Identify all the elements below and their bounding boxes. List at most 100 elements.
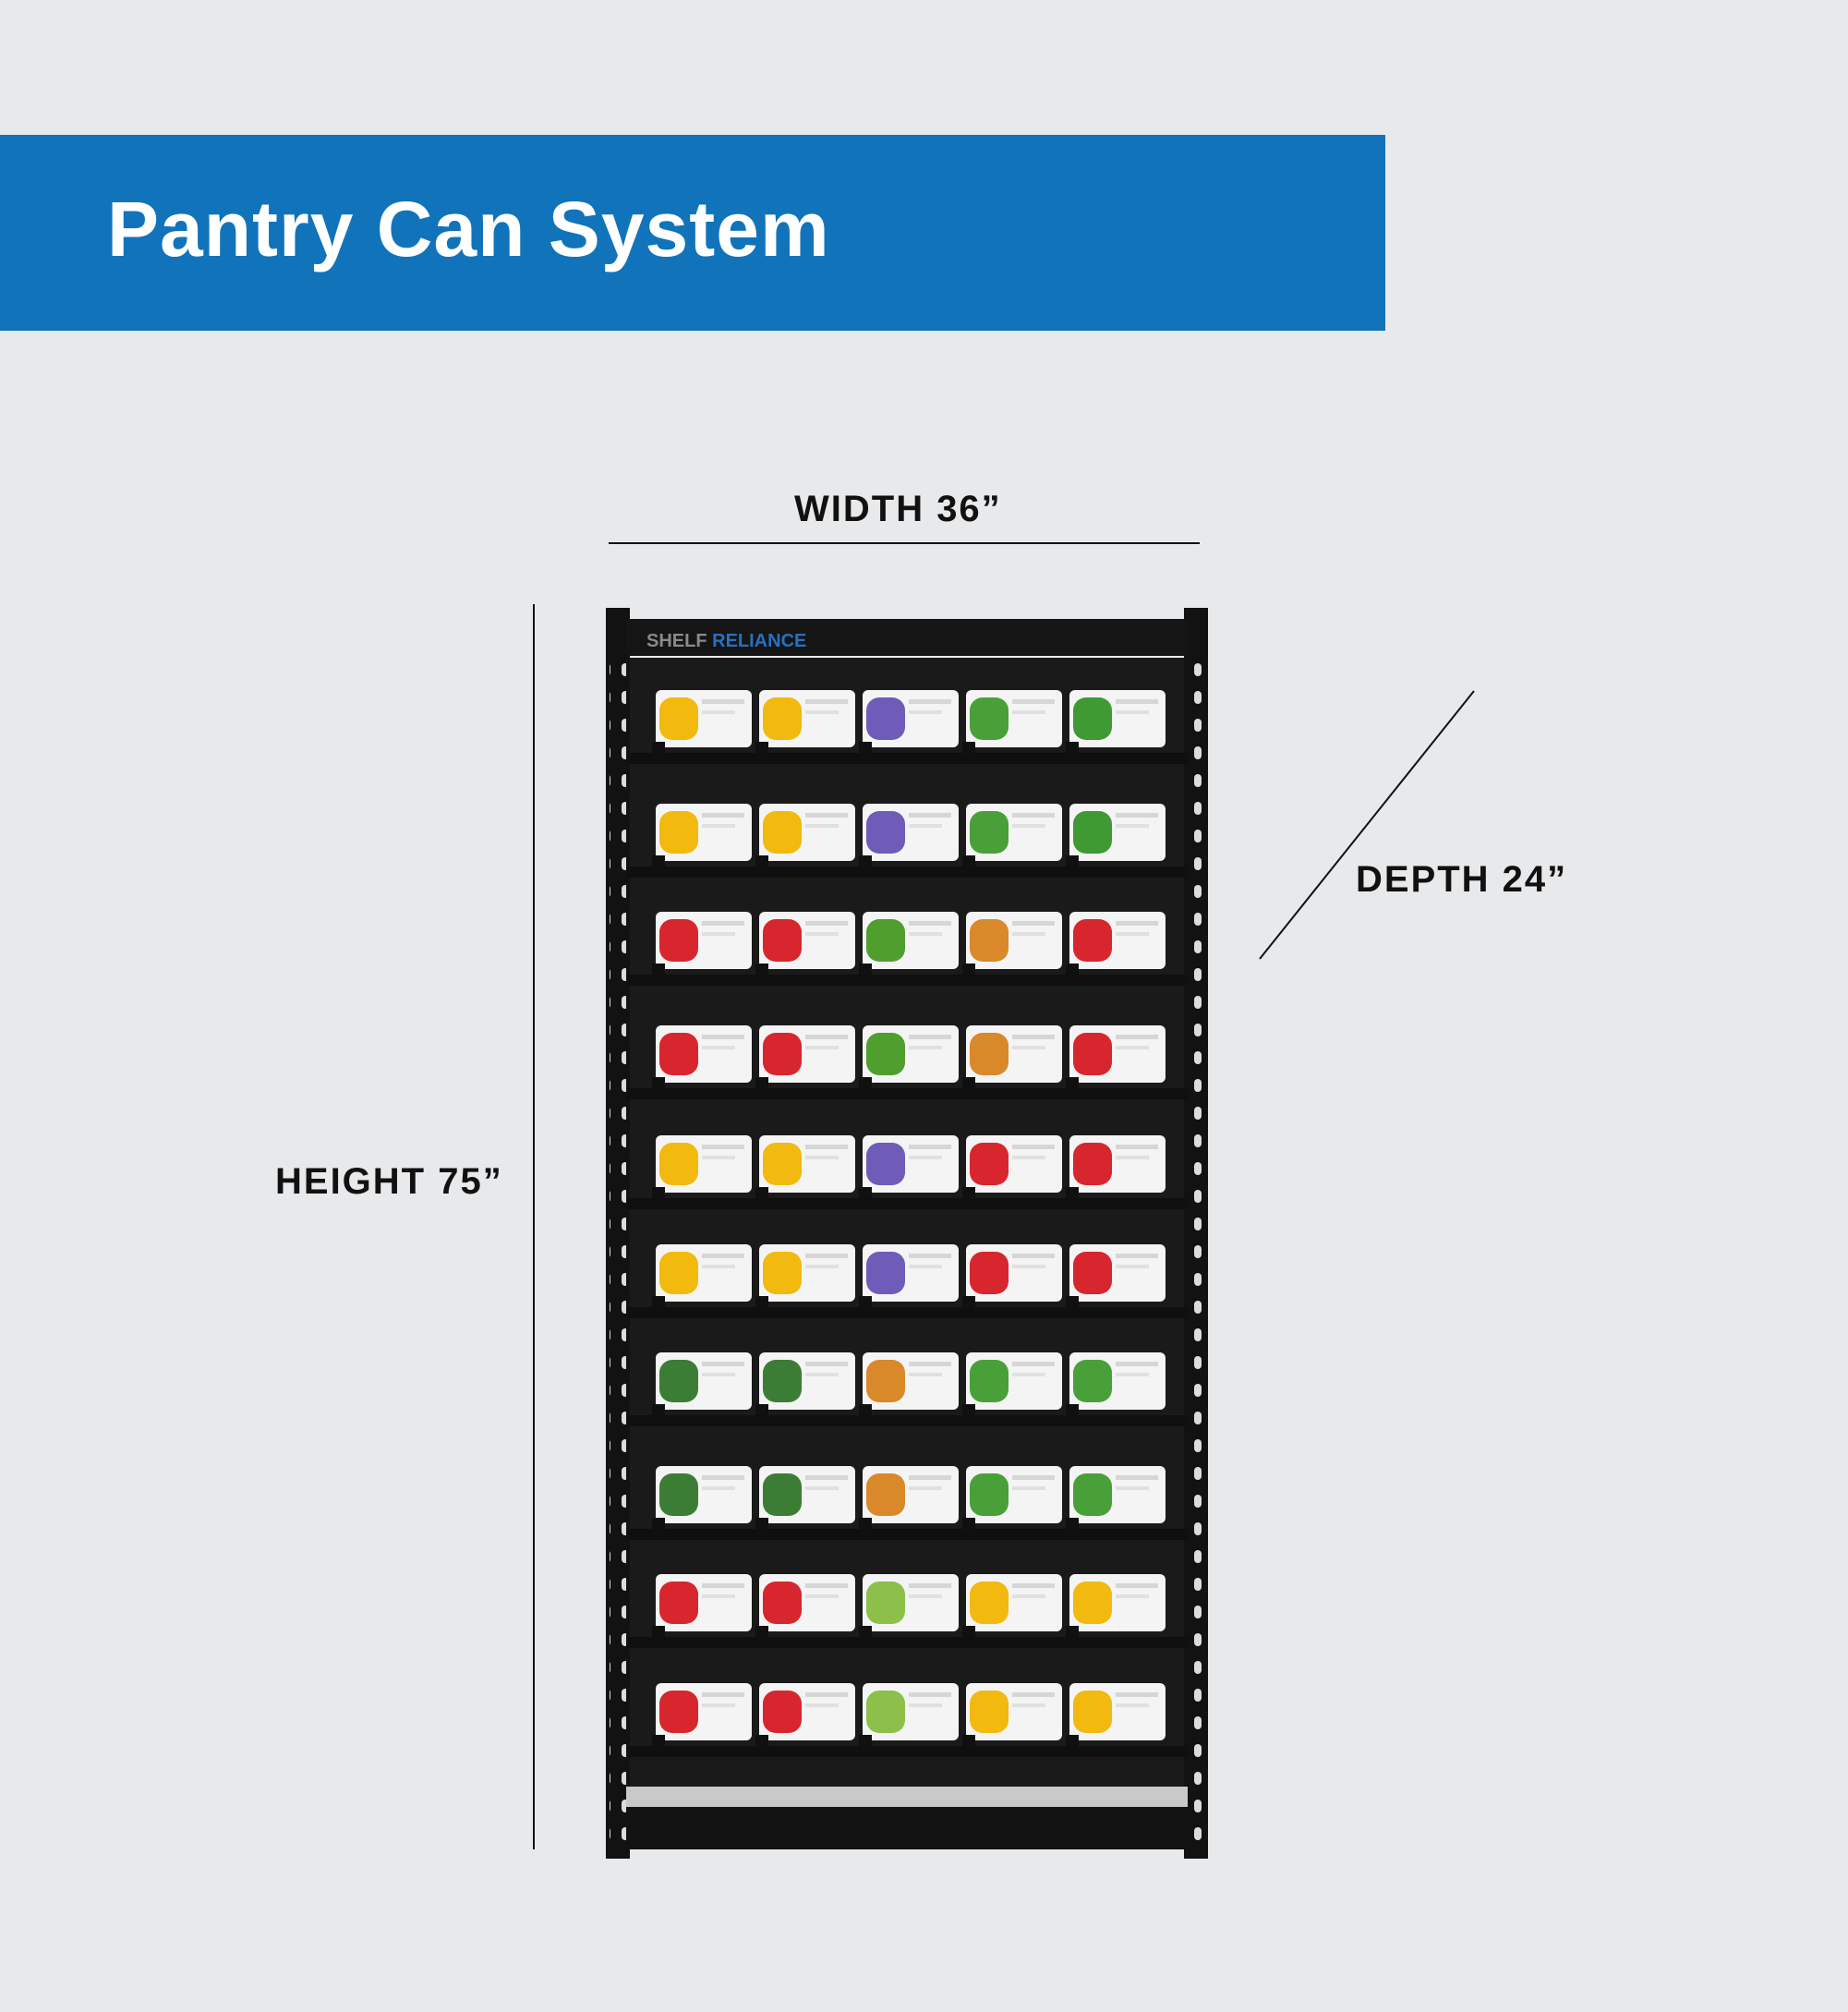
can-label-text <box>1116 1035 1158 1039</box>
can-stop <box>859 1735 872 1748</box>
shelf-bar <box>626 1415 1188 1426</box>
can-label-text <box>1012 1046 1045 1049</box>
can-label-text <box>909 1035 951 1039</box>
can-stop <box>1066 964 1079 976</box>
can-stop <box>859 855 872 868</box>
can-label-art <box>866 1143 905 1185</box>
can-label-text <box>1012 1035 1055 1039</box>
can-stop <box>962 742 975 755</box>
can-label-text <box>805 1373 839 1376</box>
left-upright-holes <box>610 648 626 1849</box>
can-stop <box>1066 1077 1079 1090</box>
can-stop <box>1066 1518 1079 1531</box>
can-label-text <box>1012 813 1055 818</box>
can-label-art <box>1073 1473 1112 1516</box>
can-label-text <box>909 1362 951 1366</box>
can-stop <box>652 1296 665 1309</box>
can-label-art <box>970 1033 1009 1075</box>
can-label-text <box>805 710 839 714</box>
can-stop <box>962 855 975 868</box>
can-label-text <box>702 813 744 818</box>
can-label-text <box>805 1254 848 1258</box>
can-label-art <box>763 1143 802 1185</box>
can-stop <box>755 1518 768 1531</box>
can-label-text <box>805 1035 848 1039</box>
can-label-text <box>805 932 839 936</box>
can-label-art <box>1073 1252 1112 1294</box>
can-label-text <box>1116 824 1149 828</box>
can-stop <box>755 855 768 868</box>
can-label-art <box>970 1360 1009 1402</box>
can-label-art <box>866 1473 905 1516</box>
can-label-text <box>805 1692 848 1697</box>
can-stop <box>1066 742 1079 755</box>
can-label-art <box>659 1473 698 1516</box>
can-stop <box>962 1187 975 1200</box>
can-label-art <box>970 1691 1009 1733</box>
can-label-text <box>805 699 848 704</box>
can-label-text <box>1116 1475 1158 1480</box>
can-label-art <box>763 919 802 962</box>
can-stop <box>755 1296 768 1309</box>
can-label-art <box>659 1143 698 1185</box>
can-label-text <box>1116 1265 1149 1268</box>
can-label-art <box>970 1252 1009 1294</box>
can-stop <box>962 1518 975 1531</box>
can-label-art <box>659 811 698 854</box>
can-stop <box>962 1735 975 1748</box>
can-stop <box>859 1626 872 1639</box>
can-label-text <box>805 824 839 828</box>
can-label-text <box>1012 1583 1055 1588</box>
can-label-text <box>1116 1046 1149 1049</box>
can-label-text <box>1012 1373 1045 1376</box>
can-label-text <box>1012 1475 1055 1480</box>
can-label-text <box>702 1035 744 1039</box>
can-label-text <box>702 1594 735 1598</box>
can-label-text <box>1116 710 1149 714</box>
can-stop <box>1066 855 1079 868</box>
can-label-art <box>970 1143 1009 1185</box>
can-label-text <box>909 1475 951 1480</box>
shelf-bar <box>626 1307 1188 1318</box>
can-label-art <box>659 1691 698 1733</box>
can-label-text <box>909 932 942 936</box>
can-label-text <box>1116 932 1149 936</box>
can-label-art <box>1073 1143 1112 1185</box>
can-label-art <box>659 1252 698 1294</box>
can-stop <box>962 964 975 976</box>
can-label-text <box>1012 1486 1045 1490</box>
can-label-text <box>1116 1703 1149 1707</box>
can-label-text <box>1012 710 1045 714</box>
can-label-text <box>702 1046 735 1049</box>
can-label-text <box>1116 1692 1158 1697</box>
can-label-art <box>970 811 1009 854</box>
depth-dimension-line <box>1259 690 1475 960</box>
can-label-art <box>763 1360 802 1402</box>
can-label-text <box>805 1156 839 1159</box>
pantry-shelf-unit: SHELF RELIANCE <box>606 608 1208 1859</box>
can-stop <box>755 1077 768 1090</box>
can-label-text <box>909 1703 942 1707</box>
width-dimension-label: WIDTH 36” <box>794 489 1002 529</box>
can-label-text <box>1116 1362 1158 1366</box>
can-label-text <box>805 921 848 926</box>
can-stop <box>652 1626 665 1639</box>
can-stop <box>962 1077 975 1090</box>
shelf-bar <box>626 1198 1188 1209</box>
can-label-text <box>702 1373 735 1376</box>
can-label-text <box>1116 1486 1149 1490</box>
can-label-art <box>763 697 802 740</box>
shelf-bar <box>626 1529 1188 1540</box>
page-title: Pantry Can System <box>107 186 830 273</box>
can-stop <box>859 742 872 755</box>
can-label-art <box>1073 697 1112 740</box>
can-stop <box>859 964 872 976</box>
can-stop <box>859 1404 872 1417</box>
can-label-text <box>1012 1145 1055 1149</box>
can-label-text <box>805 1362 848 1366</box>
can-label-text <box>805 1594 839 1598</box>
can-label-text <box>702 824 735 828</box>
can-label-text <box>909 1692 951 1697</box>
shelf-bar <box>626 753 1188 764</box>
can-stop <box>859 1077 872 1090</box>
